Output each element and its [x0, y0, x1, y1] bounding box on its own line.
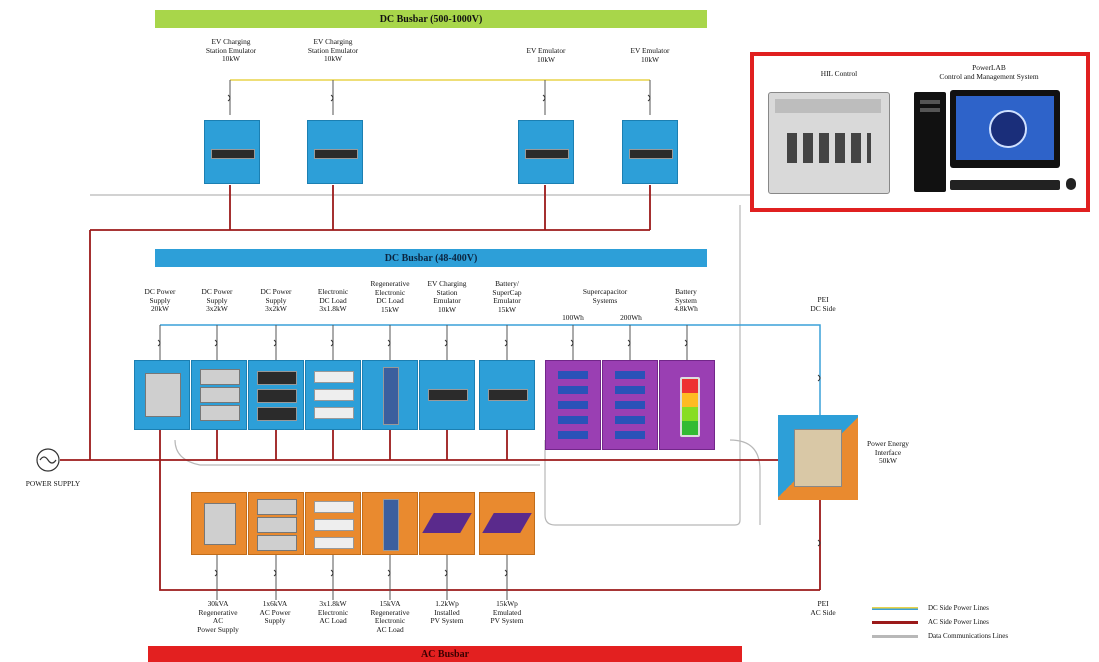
- top-drops: [229, 80, 651, 115]
- ev-top-label-4: EV Emulator 10kW: [630, 46, 670, 64]
- electronic-dc-load[interactable]: [305, 360, 361, 430]
- breaker-symbols: [157, 94, 821, 577]
- legend: DC Side Power Lines AC Side Power Lines …: [872, 600, 1092, 644]
- mouse[interactable]: [1066, 178, 1076, 190]
- power-energy-interface[interactable]: [778, 415, 858, 500]
- pc-monitor[interactable]: [950, 90, 1060, 168]
- hil-control-device[interactable]: [768, 92, 890, 194]
- keyboard[interactable]: [950, 180, 1060, 190]
- ac-regenerative-power-supply[interactable]: [191, 492, 247, 555]
- dc-device-label-2: DC Power Supply 3x2kW: [201, 287, 233, 314]
- ac-device-label-3: 3x1.8kW Electronic AC Load: [317, 599, 349, 626]
- ev-top-label-1: EV Charging Station Emulator 10kW: [205, 37, 257, 64]
- regenerative-dc-load[interactable]: [362, 360, 418, 430]
- ac-device-label-4: 15kVA Regenerative Electronic AC Load: [370, 599, 410, 634]
- legend-dc: DC Side Power Lines: [872, 604, 989, 612]
- ac-power-supply[interactable]: [248, 492, 304, 555]
- power-supply-label: POWER SUPPLY: [25, 479, 81, 488]
- dc-power-supply-3x2kw-a[interactable]: [191, 360, 247, 430]
- powerlab-label: PowerLAB Control and Management System: [939, 63, 1039, 81]
- pei-ac-label: PEI AC Side: [810, 599, 836, 617]
- ac-busbar: AC Busbar: [148, 646, 742, 662]
- control-frame: HIL Control PowerLAB Control and Managem…: [750, 52, 1090, 212]
- electronic-ac-load[interactable]: [305, 492, 361, 555]
- ev-charging-station-emulator[interactable]: [419, 360, 475, 430]
- supercapacitor-200wh[interactable]: [602, 360, 658, 450]
- ev-charging-emulator-1[interactable]: [204, 120, 260, 184]
- legend-ac-label: AC Side Power Lines: [928, 618, 989, 626]
- ac-device-label-5: 1.2kWp Installed PV System: [430, 599, 464, 626]
- dc-busbar-mid: DC Busbar (48-400V): [155, 249, 707, 267]
- emulated-pv-system[interactable]: [479, 492, 535, 555]
- dc-power-supply-3x2kw-b[interactable]: [248, 360, 304, 430]
- power-supply-icon: [36, 448, 60, 472]
- ac-device-label-1: 30kVA Regenerative AC Power Supply: [197, 599, 239, 634]
- supercapacitor-100wh[interactable]: [545, 360, 601, 450]
- ac-device-label-6: 15kWp Emulated PV System: [490, 599, 524, 626]
- legend-ac: AC Side Power Lines: [872, 618, 989, 626]
- data-lines: [90, 194, 761, 526]
- dc-power-supply-20kw[interactable]: [134, 360, 190, 430]
- ev-top-label-2: EV Charging Station Emulator 10kW: [307, 37, 359, 64]
- supercap-sub-1: 100Wh: [562, 313, 584, 322]
- ev-emulator-2[interactable]: [622, 120, 678, 184]
- regenerative-electronic-ac-load[interactable]: [362, 492, 418, 555]
- dc-device-label-4: Electronic DC Load 3x1.8kW: [317, 287, 349, 314]
- dc-mid-lines: [160, 324, 821, 415]
- legend-data: Data Communications Lines: [872, 632, 1008, 640]
- dc-device-label-8: Supercapacitor Systems: [582, 287, 628, 305]
- dc-device-label-1: DC Power Supply 20kW: [144, 287, 176, 314]
- ac-device-label-2: 1x6kVA AC Power Supply: [259, 599, 291, 626]
- ac-drops: [216, 555, 508, 600]
- dc-drops: [159, 325, 688, 360]
- dc-device-label-5: Regenerative Electronic DC Load 15kW: [370, 279, 410, 314]
- dc-device-label-3: DC Power Supply 3x2kW: [260, 287, 292, 314]
- pei-dc-label: PEI DC Side: [810, 295, 836, 313]
- dc-device-label-6: EV Charging Station Emulator 10kW: [427, 279, 467, 314]
- hil-control-label: HIL Control: [820, 69, 858, 78]
- pc-tower[interactable]: [914, 92, 946, 192]
- dc-device-label-7: Battery/ SuperCap Emulator 15kW: [492, 279, 522, 314]
- battery-system[interactable]: [659, 360, 715, 450]
- battery-supercap-emulator[interactable]: [479, 360, 535, 430]
- pei-box-label: Power Energy Interface 50kW: [867, 439, 909, 466]
- installed-pv-system[interactable]: [419, 492, 475, 555]
- dc-busbar-top: DC Busbar (500-1000V): [155, 10, 707, 28]
- pv-panel-icon: [482, 513, 532, 533]
- legend-data-label: Data Communications Lines: [928, 632, 1009, 640]
- supercap-sub-2: 200Wh: [620, 313, 642, 322]
- powerlab-logo-icon: [989, 110, 1027, 148]
- ev-charging-emulator-2[interactable]: [307, 120, 363, 184]
- legend-dc-label: DC Side Power Lines: [928, 604, 989, 612]
- ev-top-label-3: EV Emulator 10kW: [526, 46, 566, 64]
- pv-panel-icon: [422, 513, 472, 533]
- dc-device-label-9: Battery System 4.8kWh: [674, 287, 698, 314]
- ev-emulator-1[interactable]: [518, 120, 574, 184]
- battery-icon: [680, 377, 700, 437]
